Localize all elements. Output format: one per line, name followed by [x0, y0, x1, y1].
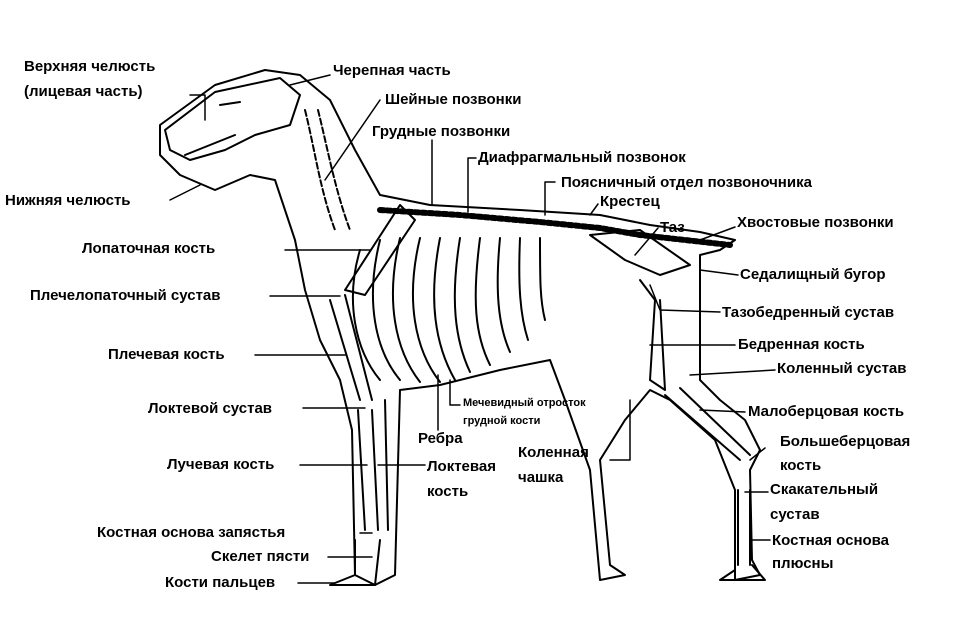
scapula [344, 204, 416, 296]
skull [164, 77, 301, 161]
label-metacarpus: Скелет пясти [211, 548, 310, 565]
label-phalanges: Кости пальцев [165, 574, 276, 591]
femur [639, 279, 666, 391]
label-upper-jaw-sub: (лицевая часть) [24, 83, 143, 100]
pelvis [589, 229, 691, 276]
ribcage [351, 237, 546, 383]
label-tibia-1: Большеберцовая [780, 433, 911, 450]
label-metatarsus-1: Костная основа [772, 532, 890, 549]
tibia-fibula [664, 387, 751, 461]
label-fibula: Малоберцовая кость [748, 403, 905, 420]
label-hip: Тазобедренный сустав [722, 304, 895, 321]
spine [377, 207, 733, 248]
label-humerus: Плечевая кость [108, 346, 225, 363]
label-thoracic: Грудные позвонки [372, 123, 511, 140]
label-lower-jaw: Нижняя челюсть [5, 192, 131, 209]
label-ulna-2: кость [427, 483, 469, 500]
label-hock-2: сустав [770, 506, 820, 523]
label-tibia-2: кость [780, 457, 822, 474]
label-patella-1: Коленная [518, 444, 589, 461]
label-elbow: Локтевой сустав [148, 400, 273, 417]
label-cervical: Шейные позвонки [385, 91, 522, 108]
label-patella-2: чашка [518, 469, 564, 486]
label-femur: Бедренная кость [738, 336, 865, 353]
label-ulna-1: Локтевая [427, 458, 497, 475]
humerus [329, 294, 373, 401]
label-knee: Коленный сустав [777, 360, 907, 377]
label-hock-1: Скакательный [770, 481, 879, 498]
label-xiphoid-2: грудной кости [463, 415, 541, 427]
front-paw [329, 539, 381, 586]
label-carpus: Костная основа запястья [97, 524, 286, 541]
label-metatarsus-2: плюсны [772, 555, 834, 572]
label-xiphoid-1: Мечевидный отросток [463, 397, 586, 409]
label-lumbar: Поясничный отдел позвоночника [561, 174, 812, 191]
label-radius: Лучевая кость [167, 456, 275, 473]
label-ischial: Седалищный бугор [740, 266, 886, 283]
label-ribs: Ребра [418, 430, 463, 447]
metatarsus [737, 489, 751, 566]
label-sacrum: Крестец [600, 193, 660, 210]
cervical-vertebrae [304, 109, 351, 231]
label-caudal: Хвостовые позвонки [737, 214, 894, 231]
label-shoulder: Плечелопаточный сустав [30, 287, 221, 304]
label-cranium: Черепная часть [333, 62, 451, 79]
label-pelvis: Таз [660, 219, 685, 236]
label-upper-jaw: Верхняя челюсть [24, 58, 156, 75]
dog-outline [159, 69, 761, 586]
label-scapula: Лопаточная кость [82, 240, 216, 257]
label-diaphragmatic: Диафрагмальный позвонок [478, 149, 686, 166]
hind-paw [719, 564, 766, 581]
leader-lines [169, 74, 776, 584]
